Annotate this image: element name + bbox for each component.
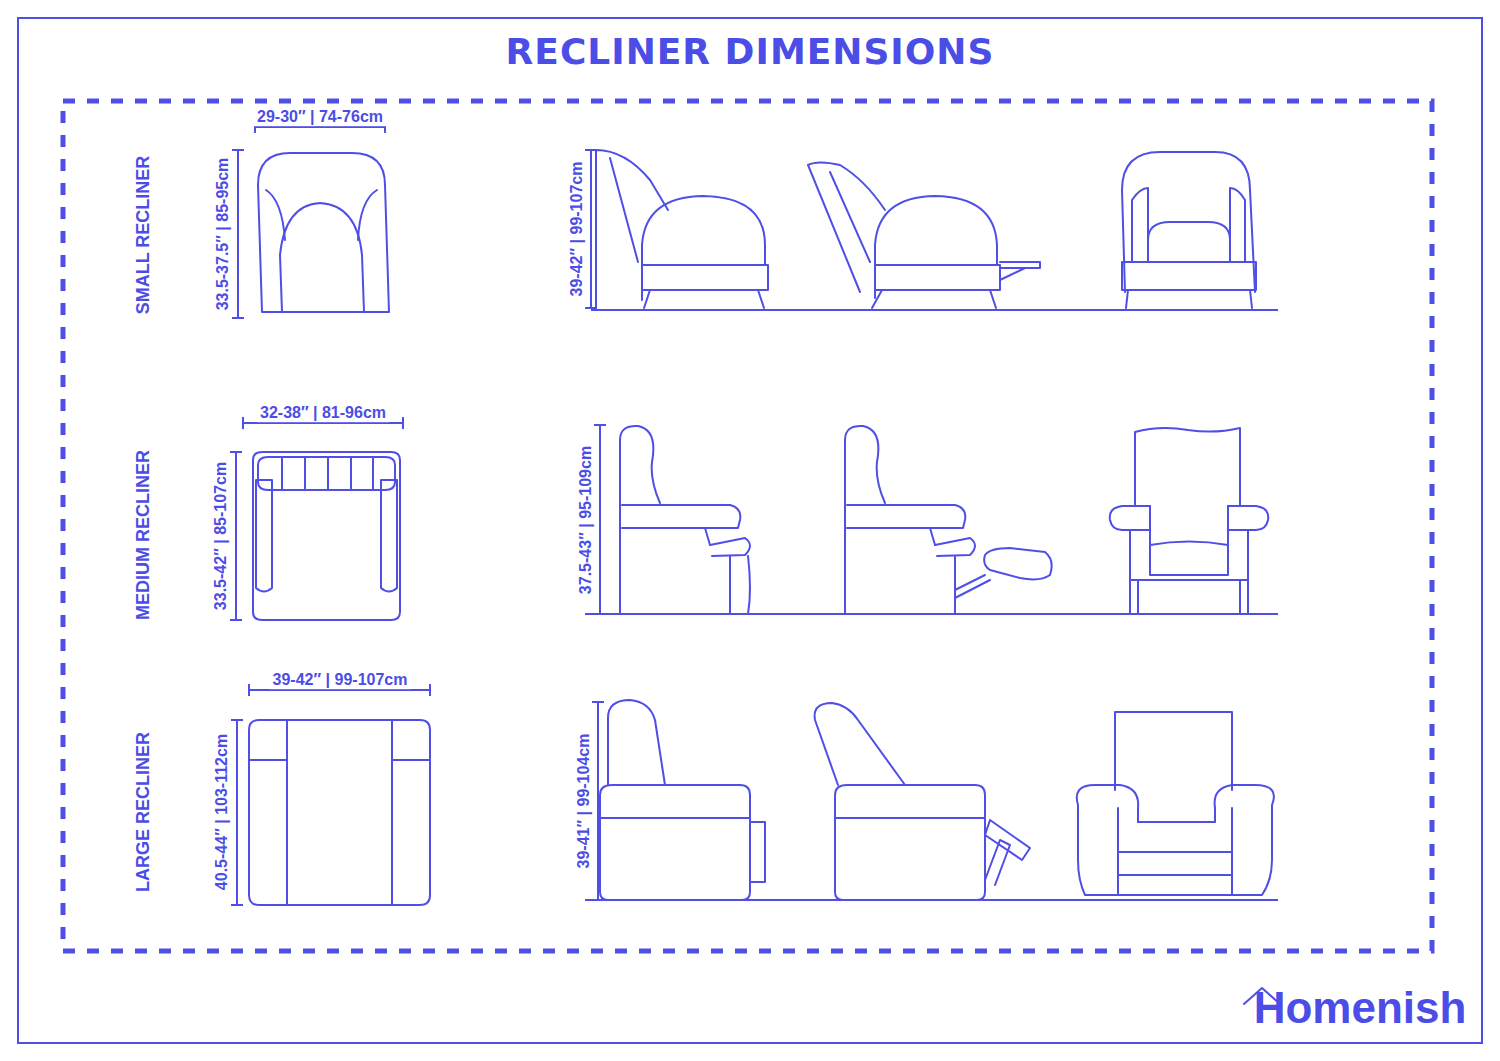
dashed-region xyxy=(63,101,1432,951)
chair-reclined-view xyxy=(935,538,990,614)
dimension-line xyxy=(236,720,238,905)
dimension-label: 39-42″ | 99-107cm xyxy=(568,159,586,300)
dimension-line xyxy=(597,702,599,900)
chair-top-view xyxy=(249,720,430,905)
chair-top-view xyxy=(258,457,395,490)
watermark: Homenish xyxy=(1254,984,1467,1032)
chair-front-view xyxy=(1122,262,1256,308)
chair-front-view xyxy=(1130,506,1248,614)
chair-side-view xyxy=(600,785,750,900)
dimension-tick xyxy=(594,424,606,426)
chair-front-view xyxy=(1115,712,1232,790)
outer-frame xyxy=(18,18,1482,1043)
chair-reclined-view xyxy=(835,785,985,900)
chair-side-view xyxy=(622,505,740,545)
dimension-line xyxy=(255,126,385,128)
chair-front-view xyxy=(1132,188,1245,262)
recliner-drawings xyxy=(249,150,1280,1004)
dimension-line xyxy=(599,425,601,614)
chair-reclined-view xyxy=(985,820,1030,885)
row-label: LARGE RECLINER xyxy=(134,732,154,892)
dimension-tick xyxy=(230,619,242,621)
dimension-lines xyxy=(230,121,606,905)
chair-front-view xyxy=(1077,785,1274,895)
chair-side-view xyxy=(620,426,660,614)
chair-reclined-view xyxy=(984,548,1051,579)
dimension-tick xyxy=(242,417,244,429)
dimension-tick xyxy=(429,684,431,696)
chair-reclined-view xyxy=(875,196,997,298)
chair-side-view xyxy=(710,538,750,614)
row-label: SMALL RECLINER xyxy=(134,156,154,315)
dimension-label: 40.5-44″ | 103-112cm xyxy=(213,731,231,893)
dimension-label: 33.5-42″ | 85-107cm xyxy=(212,459,230,613)
dimension-label: 29-30″ | 74-76cm xyxy=(254,108,386,126)
chair-reclined-view xyxy=(847,505,965,545)
dimension-tick xyxy=(231,904,243,906)
chair-front-view xyxy=(1130,580,1248,614)
dimension-tick xyxy=(231,719,243,721)
chair-side-view xyxy=(750,822,765,882)
chair-side-view xyxy=(642,265,768,308)
chair-front-view xyxy=(1135,428,1240,505)
ground-line xyxy=(591,309,1278,311)
chair-reclined-view xyxy=(808,163,885,293)
chair-top-view xyxy=(249,720,430,905)
chair-reclined-view xyxy=(1000,262,1040,280)
chair-top-view xyxy=(258,153,389,312)
dimension-tick xyxy=(230,451,242,453)
chair-front-view xyxy=(1148,222,1230,262)
row-label: MEDIUM RECLINER xyxy=(134,450,154,620)
dimension-line xyxy=(237,150,239,318)
chair-front-view xyxy=(1118,808,1232,895)
dimension-line xyxy=(235,452,237,620)
chair-top-view xyxy=(282,458,373,489)
chair-front-view xyxy=(1122,152,1255,292)
chair-top-view xyxy=(253,452,400,620)
dimension-line xyxy=(249,689,430,691)
chair-reclined-view xyxy=(845,426,885,614)
dimension-line xyxy=(243,422,403,424)
chair-reclined-view xyxy=(815,703,905,785)
ground-line xyxy=(585,613,1278,615)
chair-top-view xyxy=(280,203,364,312)
dimension-tick xyxy=(585,307,597,309)
chair-side-view xyxy=(608,700,665,785)
dimension-label: 32-38″ | 81-96cm xyxy=(257,404,389,422)
chair-top-view xyxy=(256,480,397,592)
dimension-tick xyxy=(402,417,404,429)
title: RECLINER DIMENSIONS xyxy=(506,32,995,72)
chair-side-view xyxy=(642,196,765,300)
chair-reclined-view xyxy=(872,265,1000,308)
dimension-tick xyxy=(248,684,250,696)
dimension-label: 39-41″ | 99-104cm xyxy=(575,731,593,872)
chair-side-view xyxy=(596,150,668,308)
chair-front-view xyxy=(1110,506,1269,530)
ground-line xyxy=(585,899,1278,901)
dimension-label: 37.5-43″ | 95-109cm xyxy=(577,443,595,597)
dimension-tick xyxy=(232,149,244,151)
dimension-label: 39-42″ | 99-107cm xyxy=(270,671,411,689)
dimension-tick xyxy=(592,701,604,703)
dimension-line xyxy=(590,150,592,308)
chair-top-view xyxy=(266,190,377,240)
dimension-tick xyxy=(585,149,597,151)
dimension-label: 33.5-37.5″ | 85-95cm xyxy=(214,155,232,314)
dimension-tick xyxy=(232,317,244,319)
